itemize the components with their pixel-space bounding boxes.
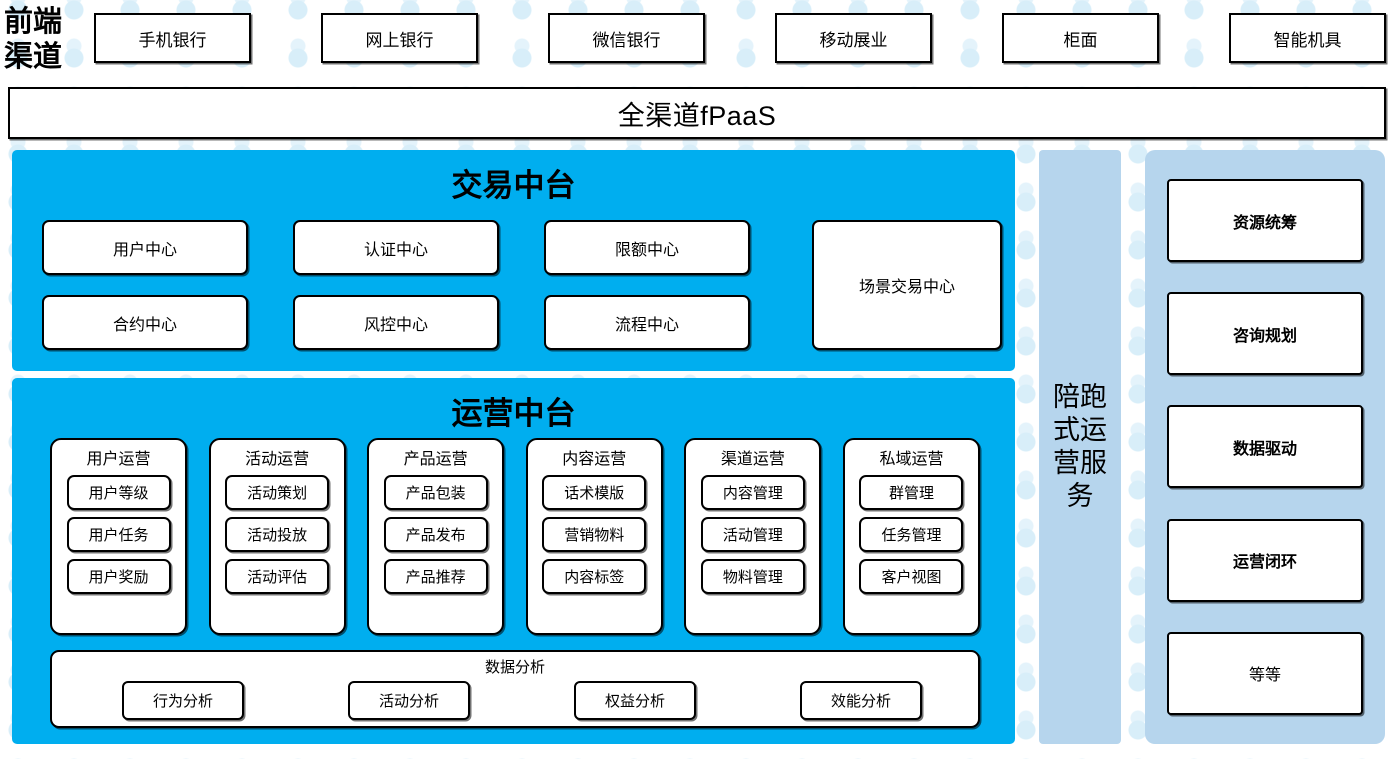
front-end-channel-label-line2: 渠道 (4, 41, 63, 73)
service-capability-label: 数据驱动 (1232, 440, 1297, 458)
front-end-channel-header: 前端 渠道 手机银行 网上银行 微信银行 移动展业 柜面 智能机具 (0, 0, 1393, 80)
data-analysis-item-efficiency[interactable]: 效能分析 (800, 681, 922, 720)
accompanying-operation-service-label: 陪跑式运营服务 (1053, 382, 1107, 511)
service-capability-etc[interactable]: 等等 (1167, 631, 1363, 715)
service-capability-data-driven[interactable]: 数据驱动 (1167, 405, 1363, 489)
data-analysis-item-rights[interactable]: 权益分析 (574, 681, 696, 720)
center-label: 风控中心 (363, 316, 428, 334)
data-analysis-item-activity[interactable]: 活动分析 (348, 681, 470, 720)
operations-column-channel[interactable]: 渠道运营 内容管理 活动管理 物料管理 (684, 438, 822, 635)
operations-column-title: 渠道运营 (720, 451, 785, 468)
transaction-center-risk[interactable]: 风控中心 (293, 295, 499, 350)
channel-label: 网上银行 (365, 30, 434, 50)
operations-column-product[interactable]: 产品运营 产品包装 产品发布 产品推荐 (367, 438, 505, 635)
center-label: 用户中心 (112, 241, 177, 259)
operations-platform-panel: 运营中台 用户运营 用户等级 用户任务 用户奖励 活动运营 活动策划 活动投放 … (12, 378, 1015, 744)
operations-column-content[interactable]: 内容运营 话术模版 营销物料 内容标签 (525, 438, 663, 635)
service-capability-label: 资源统筹 (1232, 214, 1297, 232)
channel-label: 移动展业 (819, 30, 888, 50)
operations-column-title: 用户运营 (86, 451, 151, 468)
data-analysis-panel: 数据分析 行为分析 活动分析 权益分析 效能分析 (50, 650, 980, 728)
operations-item[interactable]: 活动策划 (225, 475, 330, 510)
operations-item[interactable]: 群管理 (859, 475, 964, 510)
operations-item[interactable]: 用户奖励 (66, 559, 171, 594)
transaction-center-scene[interactable]: 场景交易中心 (812, 220, 1002, 350)
operations-column-private-domain[interactable]: 私域运营 群管理 任务管理 客户视图 (842, 438, 980, 635)
operations-item-list: 活动策划 活动投放 活动评估 (225, 475, 330, 594)
operations-item[interactable]: 话术模版 (542, 475, 647, 510)
transaction-center-user[interactable]: 用户中心 (42, 220, 248, 275)
channel-label: 智能机具 (1273, 30, 1342, 50)
channel-box-mobile-bank[interactable]: 手机银行 (94, 13, 251, 63)
operations-item[interactable]: 产品推荐 (383, 559, 488, 594)
operations-item[interactable]: 产品包装 (383, 475, 488, 510)
omnichannel-fpaas-bar[interactable]: 全渠道fPaaS (8, 87, 1386, 139)
center-label: 认证中心 (363, 241, 428, 259)
operations-item[interactable]: 用户等级 (66, 475, 171, 510)
operations-item[interactable]: 内容标签 (542, 559, 647, 594)
operations-item[interactable]: 活动管理 (700, 517, 805, 552)
data-analysis-label: 行为分析 (152, 693, 213, 710)
channel-box-online-bank[interactable]: 网上银行 (321, 13, 478, 63)
service-capability-panel: 资源统筹 咨询规划 数据驱动 运营闭环 等等 (1145, 150, 1385, 744)
channel-label: 手机银行 (138, 30, 207, 50)
operations-item[interactable]: 内容管理 (700, 475, 805, 510)
channel-box-row: 手机银行 网上银行 微信银行 移动展业 柜面 智能机具 (94, 13, 1386, 63)
operations-item[interactable]: 营销物料 (542, 517, 647, 552)
accompanying-operation-service-column: 陪跑式运营服务 (1039, 150, 1121, 744)
operations-column-title: 私域运营 (879, 451, 944, 468)
service-capability-resource-coordination[interactable]: 资源统筹 (1167, 179, 1363, 263)
operations-item[interactable]: 任务管理 (859, 517, 964, 552)
center-label: 流程中心 (614, 316, 679, 334)
data-analysis-title: 数据分析 (484, 659, 545, 676)
operations-item-list: 话术模版 营销物料 内容标签 (542, 475, 647, 594)
operations-column-user[interactable]: 用户运营 用户等级 用户任务 用户奖励 (50, 438, 187, 635)
operations-item[interactable]: 客户视图 (859, 559, 964, 594)
operations-platform-title: 运营中台 (451, 396, 576, 431)
service-capability-operations-closed-loop[interactable]: 运营闭环 (1167, 518, 1363, 602)
data-analysis-label: 活动分析 (378, 693, 439, 710)
operations-item-list: 内容管理 活动管理 物料管理 (700, 475, 805, 594)
operations-column-title: 活动运营 (245, 451, 310, 468)
operations-item[interactable]: 活动评估 (225, 559, 330, 594)
operations-item-list: 群管理 任务管理 客户视图 (859, 475, 964, 594)
data-analysis-item-row: 行为分析 活动分析 权益分析 效能分析 (122, 681, 922, 720)
data-analysis-label: 效能分析 (830, 693, 891, 710)
operations-item[interactable]: 物料管理 (700, 559, 805, 594)
operations-column-activity[interactable]: 活动运营 活动策划 活动投放 活动评估 (208, 438, 346, 635)
channel-box-wechat-bank[interactable]: 微信银行 (548, 13, 705, 63)
data-analysis-label: 权益分析 (604, 693, 665, 710)
service-capability-consulting-planning[interactable]: 咨询规划 (1167, 292, 1363, 376)
center-label: 限额中心 (614, 241, 679, 259)
service-capability-label: 等等 (1248, 667, 1281, 685)
channel-label: 微信银行 (592, 30, 661, 50)
operations-column-row: 用户运营 用户等级 用户任务 用户奖励 活动运营 活动策划 活动投放 活动评估 … (50, 438, 980, 638)
transaction-center-contract[interactable]: 合约中心 (42, 295, 248, 350)
transaction-center-limit[interactable]: 限额中心 (544, 220, 750, 275)
operations-item-list: 产品包装 产品发布 产品推荐 (383, 475, 488, 594)
transaction-center-auth[interactable]: 认证中心 (293, 220, 499, 275)
operations-item[interactable]: 产品发布 (383, 517, 488, 552)
operations-item[interactable]: 活动投放 (225, 517, 330, 552)
front-end-channel-label-line1: 前端 (4, 6, 63, 38)
data-analysis-item-behavior[interactable]: 行为分析 (122, 681, 244, 720)
operations-column-title: 内容运营 (562, 451, 627, 468)
center-label: 场景交易中心 (858, 279, 955, 296)
channel-box-mobile-business[interactable]: 移动展业 (775, 13, 932, 63)
transaction-platform-panel: 交易中台 用户中心 认证中心 限额中心 合约中心 风控中心 流程中心 场景交易中… (12, 150, 1015, 371)
channel-box-smart-machine[interactable]: 智能机具 (1229, 13, 1386, 63)
operations-item[interactable]: 用户任务 (66, 517, 171, 552)
service-capability-label: 运营闭环 (1232, 554, 1297, 572)
transaction-platform-title: 交易中台 (451, 168, 576, 203)
transaction-center-process[interactable]: 流程中心 (544, 295, 750, 350)
service-capability-label: 咨询规划 (1232, 327, 1297, 345)
transaction-center-grid: 用户中心 认证中心 限额中心 合约中心 风控中心 流程中心 (42, 220, 772, 350)
front-end-channel-label: 前端 渠道 (4, 2, 88, 78)
operations-column-title: 产品运营 (403, 451, 468, 468)
omnichannel-fpaas-label: 全渠道fPaaS (617, 100, 777, 131)
channel-label: 柜面 (1063, 30, 1098, 50)
channel-box-counter[interactable]: 柜面 (1002, 13, 1159, 63)
center-label: 合约中心 (112, 316, 177, 334)
operations-item-list: 用户等级 用户任务 用户奖励 (66, 475, 171, 594)
